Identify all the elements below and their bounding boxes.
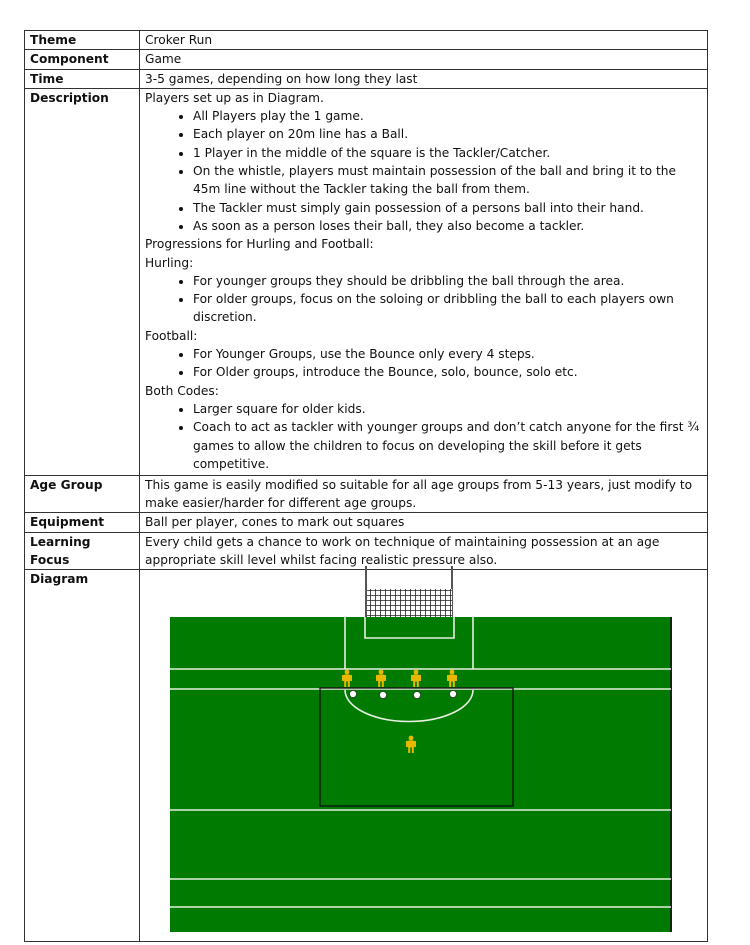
description-intro: Players set up as in Diagram. [145,90,324,105]
list-item: Coach to act as tackler with younger gro… [193,418,702,473]
description-value: Players set up as in Diagram. All Player… [139,87,708,476]
diagram-label: Diagram [24,569,140,943]
age-group-label: Age Group [24,474,140,514]
description-label: Description [24,87,140,476]
list-item: For Older groups, introduce the Bounce, … [193,363,702,381]
football-bullets: For Younger Groups, use the Bounce only … [145,345,702,382]
ball-icon [349,690,357,698]
list-item: As soon as a person loses their ball, th… [193,217,702,235]
list-item: Larger square for older kids. [193,400,702,418]
time-label: Time [24,68,140,89]
list-item: For Younger Groups, use the Bounce only … [193,345,702,363]
component-label: Component [24,49,140,70]
list-item: 1 Player in the middle of the square is … [193,144,702,162]
list-item: For older groups, focus on the soloing o… [193,290,702,327]
learning-focus-label: Learning Focus [24,531,140,571]
list-item: All Players play the 1 game. [193,107,702,125]
football-heading: Football: [145,328,198,343]
hurling-heading: Hurling: [145,255,194,270]
learning-focus-value: Every child gets a chance to work on tec… [139,531,708,571]
pitch-lines [170,617,671,908]
goal-posts [365,566,453,617]
balls [349,690,457,699]
age-group-value: This game is easily modified so suitable… [139,474,708,514]
list-item: The Tackler must simply gain possession … [193,199,702,217]
time-value: 3-5 games, depending on how long they la… [139,68,708,89]
ball-icon [449,690,457,698]
ball-icon [413,691,421,699]
playing-square [319,687,514,807]
progressions-heading: Progressions for Hurling and Football: [145,237,374,252]
hurling-bullets: For younger groups they should be dribbl… [145,272,702,327]
equipment-value: Ball per player, cones to mark out squar… [139,512,708,533]
pitch [170,617,672,932]
list-item: Each player on 20m line has a Ball. [193,125,702,143]
ball-icon [379,691,387,699]
list-item: For younger groups they should be dribbl… [193,272,702,290]
both-codes-heading: Both Codes: [145,383,219,398]
list-item: On the whistle, players must maintain po… [193,162,702,199]
description-bullets: All Players play the 1 game. Each player… [145,107,702,235]
goal-net [367,589,452,617]
both-codes-bullets: Larger square for older kids. Coach to a… [145,400,702,473]
